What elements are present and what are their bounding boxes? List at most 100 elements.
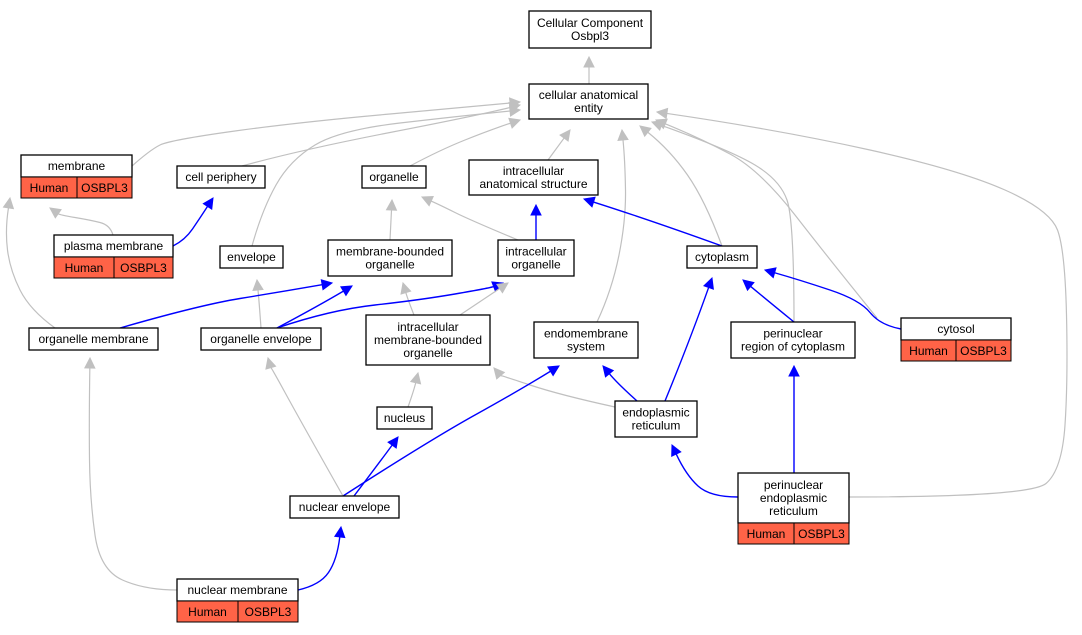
node-label: entity: [574, 101, 603, 115]
arrowhead-icon: [602, 365, 615, 378]
node-envelope[interactable]: envelope: [219, 245, 284, 269]
edge-line: [750, 285, 795, 323]
edge-nucmem-to-nucenv: [297, 525, 346, 591]
node-label: Osbpl3: [571, 29, 609, 43]
arrowhead-icon: [252, 278, 264, 292]
annotation-gene: OSBPL3: [245, 605, 292, 619]
edge-line: [88, 367, 178, 591]
edge-nucenv-to-endomem: [342, 365, 560, 497]
node-label: anatomical structure: [479, 177, 587, 191]
node-box: [528, 10, 652, 49]
edge-orgenv-to-mbo: [276, 285, 353, 329]
arrowhead-icon: [763, 267, 777, 279]
arrowhead-icon: [742, 279, 755, 292]
edge-nucenv-to-orgenv: [265, 356, 344, 497]
node-label: organelle: [511, 258, 561, 272]
arrowhead-icon: [409, 371, 422, 385]
edges-layer: [2, 55, 1068, 591]
edge-io-to-ias: [530, 203, 542, 240]
edge-plasma-to-cellperiph: [172, 197, 214, 247]
edge-er-to-imbo: [493, 367, 616, 408]
node-box: [219, 245, 284, 269]
edge-line: [593, 201, 723, 247]
edge-orgmem-to-mbo: [119, 279, 334, 329]
node-label: endomembrane: [544, 327, 628, 341]
edge-line: [608, 373, 638, 402]
annotation-gene: OSBPL3: [120, 261, 167, 275]
node-label: plasma membrane: [64, 239, 164, 253]
node-nucleus[interactable]: nucleus: [376, 406, 433, 430]
edge-line: [675, 453, 739, 498]
node-label: intracellular: [397, 320, 458, 334]
node-box: [528, 83, 649, 120]
node-cellperiph[interactable]: cell periphery: [176, 165, 266, 189]
edge-nucenv-to-nucleus: [353, 436, 399, 497]
edge-imbo-to-mbo: [400, 281, 415, 316]
edge-line: [297, 536, 341, 591]
edge-line: [409, 122, 511, 167]
node-label: cytoplasm: [695, 250, 749, 264]
node-orgenv[interactable]: organelle envelope: [200, 327, 322, 351]
annotation-species: Human: [909, 344, 948, 358]
edge-line: [664, 287, 710, 402]
node-label: perinuclear: [764, 478, 823, 492]
edge-line: [389, 209, 393, 241]
node-box: [200, 327, 322, 351]
arrowhead-icon: [508, 105, 522, 117]
arrowhead-icon: [639, 125, 652, 138]
edge-line: [257, 289, 262, 329]
edge-line: [172, 206, 209, 247]
edge-cytosol-to-cytoplasm: [763, 267, 902, 330]
node-label: envelope: [227, 250, 276, 264]
node-label: cellular anatomical: [539, 88, 638, 102]
arrowhead-icon: [49, 207, 62, 219]
node-label: reticulum: [632, 419, 681, 433]
node-organelle[interactable]: organelle: [361, 165, 427, 189]
node-label: cell periphery: [185, 170, 256, 184]
node-label: intracellular: [505, 245, 566, 259]
edge-line: [270, 366, 344, 497]
edge-line: [596, 139, 627, 323]
edge-plasma-to-membrane: [49, 207, 114, 236]
arrowhead-icon: [493, 367, 506, 380]
edge-endomem-to-cae: [596, 128, 629, 323]
edge-line: [353, 444, 393, 497]
node-label: cytosol: [937, 322, 974, 336]
node-cytoplasm[interactable]: cytoplasm: [686, 245, 758, 269]
edge-ias-to-cae: [547, 129, 571, 161]
node-label: system: [567, 340, 605, 354]
node-label: organelle: [369, 170, 419, 184]
arrowhead-icon: [655, 107, 669, 120]
arrowhead-icon: [320, 279, 334, 291]
node-label: nucleus: [384, 411, 425, 425]
node-nucenv[interactable]: nuclear envelope: [289, 495, 400, 519]
node-box: [376, 406, 433, 430]
edge-line: [241, 106, 511, 167]
edge-line: [342, 370, 551, 497]
node-label: organelle: [365, 258, 415, 272]
arrowhead-icon: [583, 55, 595, 68]
node-box: [176, 165, 266, 189]
arrowhead-icon: [582, 196, 596, 208]
arrowhead-icon: [617, 128, 629, 142]
edge-cytoplasm-to-ias: [582, 196, 723, 247]
node-orgmem[interactable]: organelle membrane: [28, 327, 159, 351]
